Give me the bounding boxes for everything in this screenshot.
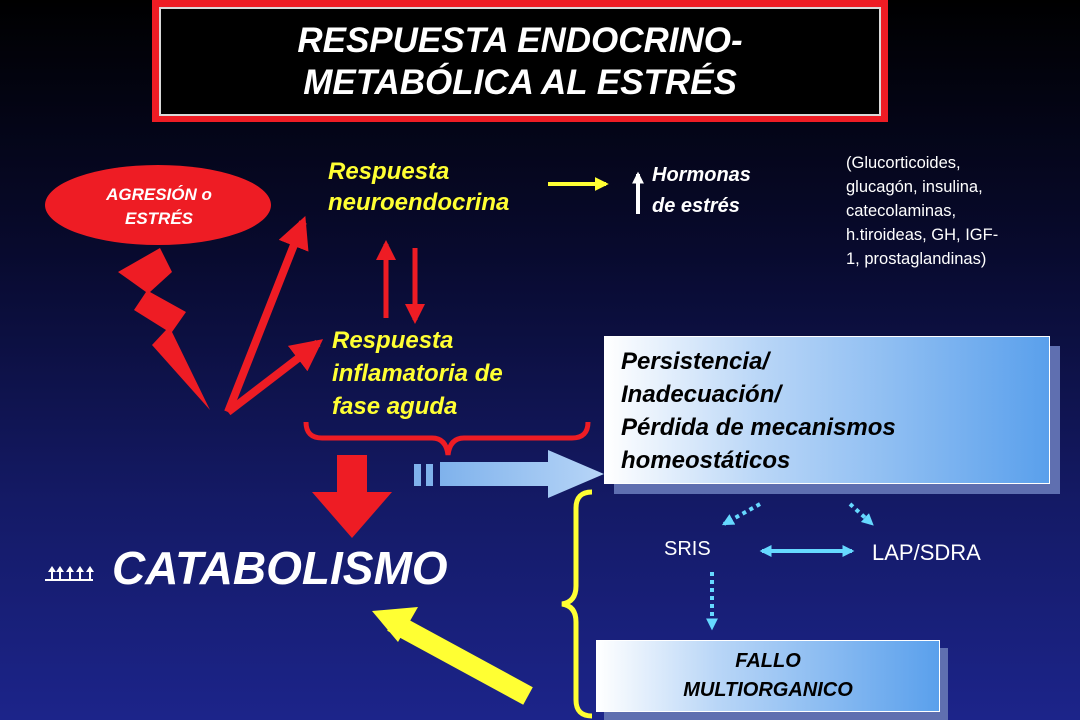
hormone-list-line-3: catecolaminas, [846, 202, 957, 220]
aggression-label: AGRESIÓN o ESTRÉS [48, 183, 270, 231]
hormones-line-2: de estrés [652, 195, 740, 217]
down-arrow-catabolism [312, 455, 392, 538]
persistence-line-3: Pérdida de mecanismos [621, 414, 896, 441]
failure-line-1: FALLO [735, 650, 801, 672]
inflammatory-response-label: Respuesta inflamatoria de fase aguda [332, 324, 503, 423]
persistence-box: Persistencia/ Inadecuación/ Pérdida de m… [604, 336, 1050, 484]
blue-arrow-to-persistence [440, 450, 604, 498]
catabolism-label: CATABOLISMO [112, 542, 448, 594]
hormone-list-line-1: (Glucorticoides, [846, 154, 961, 172]
sris-label: SRIS [664, 538, 711, 560]
arrow-to-neuro [224, 216, 309, 414]
persistence-line-2: Inadecuación/ [621, 381, 782, 408]
yellow-curly-brace [561, 489, 593, 719]
title-banner: RESPUESTA ENDOCRINO- METABÓLICA AL ESTRÉ… [152, 0, 888, 122]
persistence-line-4: homeostáticos [621, 447, 791, 474]
failure-line-2: MULTIORGANICO [683, 679, 853, 701]
title-inner: RESPUESTA ENDOCRINO- METABÓLICA AL ESTRÉ… [159, 7, 881, 116]
hormones-line-1: Hormonas [652, 164, 751, 186]
stripe-1 [414, 464, 421, 486]
hormone-list-line-2: glucagón, insulina, [846, 178, 983, 196]
neuro-response-label: Respuesta neuroendocrina [328, 156, 509, 218]
persistence-text: Persistencia/ Inadecuación/ Pérdida de m… [621, 345, 1049, 477]
failure-box: FALLO MULTIORGANICO [596, 640, 940, 712]
hormone-list-line-5: 1, prostaglandinas) [846, 250, 987, 268]
inflammatory-line-1: Respuesta [332, 327, 454, 354]
aggression-oval [45, 165, 271, 245]
yellow-arrow-shaft [387, 613, 533, 705]
neuro-line-1: Respuesta [328, 158, 450, 185]
red-curly-brace [303, 421, 591, 456]
stress-hormones-label: Hormonas de estrés [652, 160, 751, 222]
hormone-list-line-4: h.tiroideas, GH, IGF- [846, 226, 999, 244]
dotted-arrow-to-lap [848, 502, 874, 526]
inflammatory-line-3: fase aguda [332, 393, 458, 420]
title-line-2: METABÓLICA AL ESTRÉS [303, 62, 737, 102]
arrow-to-inflammatory [225, 339, 324, 416]
aggression-line-1: AGRESIÓN o [106, 185, 212, 204]
persistence-line-1: Persistencia/ [621, 348, 770, 375]
inflammatory-line-2: inflamatoria de [332, 360, 503, 387]
lightning-bolt-icon [118, 248, 210, 410]
stripe-2 [426, 464, 433, 486]
triple-increase-arrows-icon [45, 566, 94, 581]
title-line-1: RESPUESTA ENDOCRINO- [297, 20, 743, 60]
hormone-list: (Glucorticoides, glucagón, insulina, cat… [846, 151, 998, 271]
neuro-line-2: neuroendocrina [328, 189, 510, 216]
aggression-line-2: ESTRÉS [124, 209, 194, 228]
lap-sdra-label: LAP/SDRA [872, 540, 981, 565]
dotted-arrow-to-sris [721, 502, 761, 526]
failure-text: FALLO MULTIORGANICO [597, 647, 939, 705]
yellow-arrow-head [372, 607, 418, 642]
